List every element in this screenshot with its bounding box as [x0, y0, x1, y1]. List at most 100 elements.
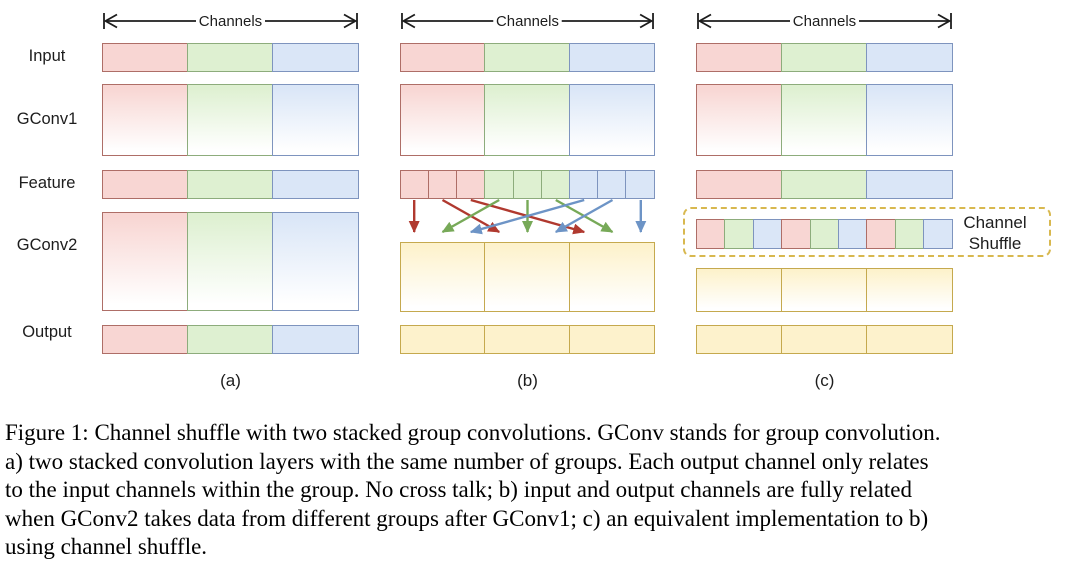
channel-segment-blue: [272, 325, 360, 354]
channel-segment-green: [187, 170, 274, 199]
caption-line: when GConv2 takes data from different gr…: [5, 505, 929, 531]
channel-segment-blue: [272, 84, 360, 156]
row-label-input: Input: [28, 47, 66, 65]
channel-segment-green: [484, 43, 571, 72]
panel-c: Channels (c): [696, 0, 954, 400]
figure-caption: Figure 1: Channel shuffle with two stack…: [5, 419, 1078, 562]
channel-segment-green: [894, 219, 925, 249]
caption-line: using channel shuffle.: [5, 534, 208, 559]
channel-segment-green: [484, 84, 571, 156]
feature-bar: [696, 170, 954, 199]
channel-segment-red: [696, 219, 726, 249]
channel-segment-green: [781, 84, 868, 156]
channel-segment-blue: [568, 170, 599, 199]
channel-segment-yellow: [484, 325, 571, 354]
channel-segment-green: [187, 212, 274, 311]
output-bar: [400, 325, 655, 354]
channel-shuffle-box: Channel Shuffle: [683, 207, 1051, 257]
channel-segment-yellow: [484, 242, 571, 312]
caption-line: to the input channels within the group. …: [5, 477, 913, 502]
gconv2-box: [400, 242, 655, 312]
channel-segment-yellow: [696, 325, 783, 354]
channel-segment-green: [809, 219, 840, 249]
gconv2-box: [102, 212, 360, 311]
channel-segment-green: [540, 170, 571, 199]
output-bar: [102, 325, 360, 354]
channel-segment-red: [456, 170, 487, 199]
channel-segment-green: [187, 43, 274, 72]
channel-segment-yellow: [568, 325, 655, 354]
output-bar: [696, 325, 954, 354]
channel-segment-green: [781, 170, 868, 199]
panel-label-b: (b): [517, 371, 538, 390]
channel-segment-yellow: [568, 242, 655, 312]
channel-segment-red: [102, 212, 189, 311]
row-label-gconv2: GConv2: [16, 236, 78, 254]
channel-segment-blue: [923, 219, 953, 249]
channel-segment-blue: [625, 170, 655, 199]
caption-line: a) two stacked convolution layers with t…: [5, 448, 929, 474]
channel-segment-yellow: [866, 268, 954, 312]
channel-segment-green: [781, 43, 868, 72]
channel-segment-blue: [837, 219, 868, 249]
input-bar: [696, 43, 954, 72]
channel-segment-yellow: [781, 325, 868, 354]
channel-segment-green: [724, 219, 755, 249]
channel-segment-green: [187, 84, 274, 156]
channel-shuffle-label: Channel Shuffle: [947, 212, 1043, 254]
gconv1-box: [102, 84, 360, 156]
channel-segment-yellow: [866, 325, 954, 354]
channel-segment-blue: [568, 43, 655, 72]
channel-segment-blue: [866, 43, 954, 72]
channel-shuffle-label-line1: Channel: [963, 213, 1027, 232]
panel-b: Channels (b): [400, 0, 655, 400]
shuffle-arrow-blue: [554, 198, 614, 234]
channels-label: Channels: [199, 13, 262, 30]
shuffle-arrow-green: [441, 198, 500, 234]
shuffle-arrow-blue: [469, 198, 585, 235]
feature-bar: [400, 170, 655, 199]
channel-segment-yellow: [696, 268, 783, 312]
channel-segment-yellow: [400, 242, 487, 312]
channel-segment-red: [781, 219, 812, 249]
caption-line: Figure 1: Channel shuffle with two stack…: [5, 420, 941, 445]
row-label-feature: Feature: [18, 174, 76, 192]
channels-label: Channels: [496, 13, 559, 30]
channel-segment-yellow: [781, 268, 868, 312]
channel-segment-green: [187, 325, 274, 354]
channel-segment-blue: [272, 170, 360, 199]
channel-segment-blue: [597, 170, 627, 199]
gconv2-box: [696, 268, 954, 312]
panel-label-a: (a): [220, 371, 241, 390]
channel-segment-blue: [866, 84, 954, 156]
input-bar: [400, 43, 655, 72]
channel-shuffle-label-line2: Shuffle: [968, 234, 1022, 253]
gconv1-box: [400, 84, 655, 156]
channel-segment-green: [512, 170, 543, 199]
row-label-output: Output: [22, 323, 72, 341]
input-bar: [102, 43, 360, 72]
gconv1-box: [696, 84, 954, 156]
channel-segment-red: [400, 170, 430, 199]
channel-segment-blue: [752, 219, 783, 249]
panel-a: Channels (a): [102, 0, 360, 400]
channels-label: Channels: [793, 13, 856, 30]
channel-segment-yellow: [400, 325, 487, 354]
channel-segment-red: [102, 170, 189, 199]
channel-segment-red: [102, 325, 189, 354]
shuffle-arrows: [408, 198, 647, 235]
channel-shuffle-bar: [696, 219, 953, 249]
channel-segment-blue: [866, 170, 954, 199]
channel-segment-blue: [568, 84, 655, 156]
channel-segment-red: [696, 170, 783, 199]
row-label-gconv1: GConv1: [16, 110, 78, 128]
channel-segment-red: [866, 219, 897, 249]
channel-segment-red: [400, 84, 487, 156]
channels-arrow: Channels: [401, 13, 654, 30]
channel-segment-blue: [272, 43, 360, 72]
channel-segment-green: [484, 170, 515, 199]
channel-segment-red: [696, 43, 783, 72]
channel-segment-red: [428, 170, 458, 199]
channel-segment-blue: [272, 212, 360, 311]
